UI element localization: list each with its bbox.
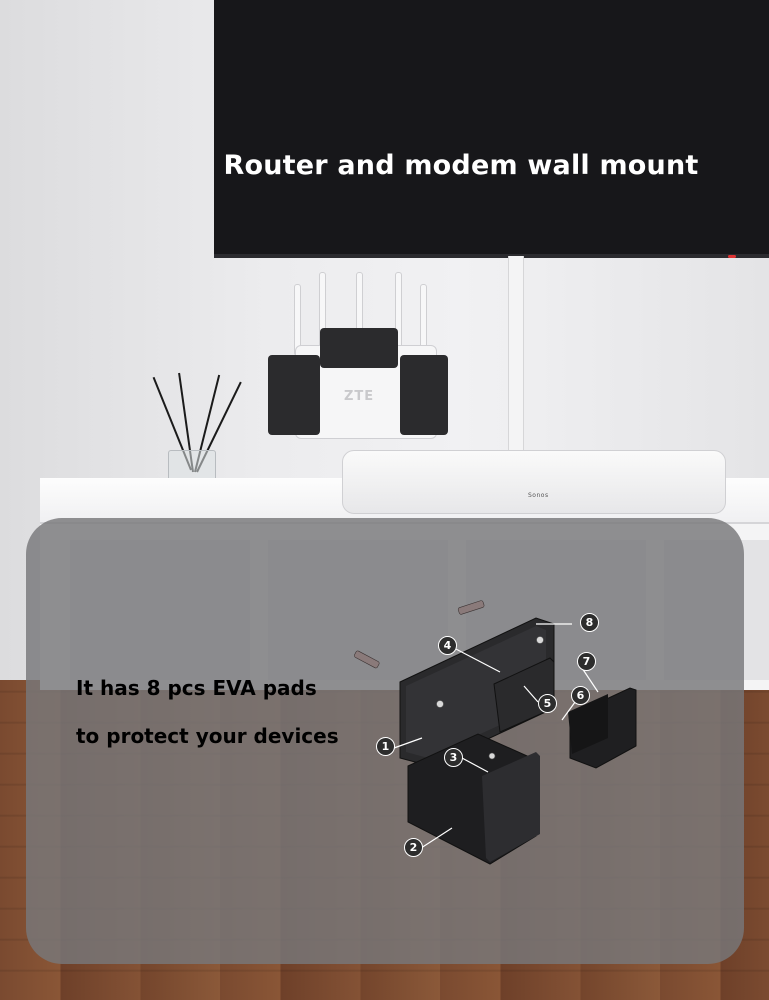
marker-4: 4 (438, 636, 457, 655)
soundbar (342, 450, 726, 514)
caption-line-2: to protect your devices (76, 724, 339, 748)
tv-title: Router and modem wall mount (223, 150, 699, 181)
marker-2: 2 (404, 838, 423, 857)
marker-3: 3 (444, 748, 463, 767)
screw (436, 636, 544, 760)
television (214, 0, 769, 258)
marker-7: 7 (577, 652, 596, 671)
back-plate-face (406, 626, 546, 758)
mount-exploded-diagram (354, 600, 637, 865)
caption-line-1: It has 8 pcs EVA pads (76, 676, 317, 700)
soundbar-logo: Sonos (528, 492, 549, 499)
mount-right-holder (400, 355, 448, 435)
wall-anchor (354, 600, 485, 669)
center-holder (493, 657, 555, 733)
router-logo: ZTE (344, 389, 375, 404)
mount-center-holder (320, 328, 398, 368)
tv-power-led (728, 255, 736, 258)
marker-1: 1 (376, 737, 395, 756)
mount-left-holder (268, 355, 320, 435)
marker-6: 6 (571, 686, 590, 705)
marker-5: 5 (538, 694, 557, 713)
left-holder-front (482, 752, 540, 862)
right-holder-base (568, 694, 608, 754)
cable-cover (508, 256, 524, 456)
marker-8: 8 (580, 613, 599, 632)
